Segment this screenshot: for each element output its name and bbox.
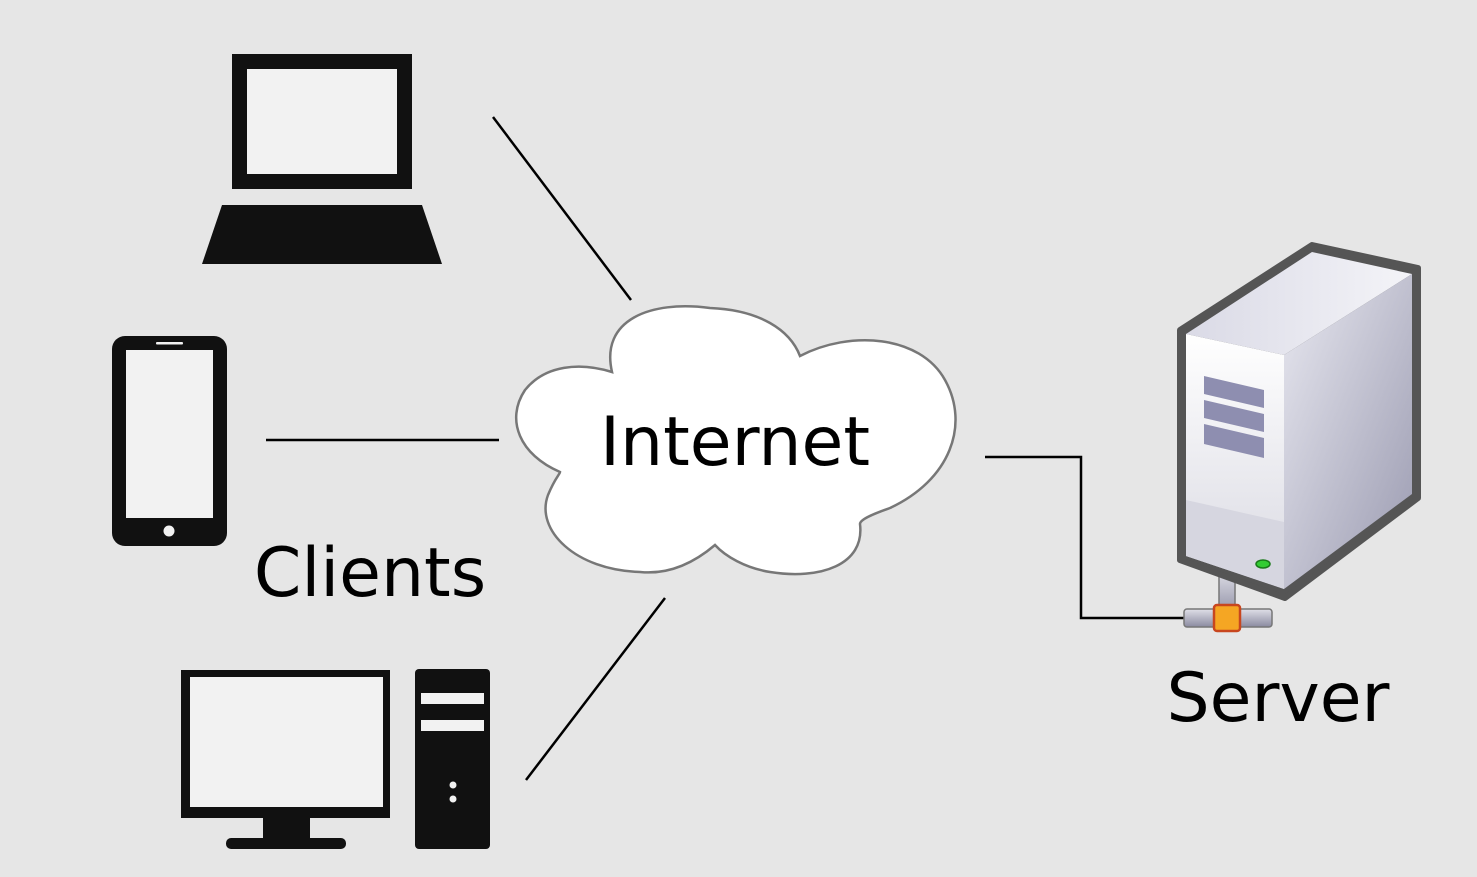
clients-label: Clients — [254, 534, 486, 613]
server-tower-icon — [1177, 242, 1421, 633]
server-led — [1255, 559, 1271, 569]
smartphone-icon — [112, 336, 227, 546]
link-laptop-internet — [492, 116, 632, 301]
connection-lines — [266, 116, 1186, 781]
internet-label: Internet — [600, 403, 870, 482]
link-desktop-internet — [525, 597, 666, 781]
laptop-icon — [202, 54, 442, 264]
cloud-icon — [514, 305, 957, 576]
internet-cloud: Internet — [514, 305, 957, 576]
desktop-computer-icon — [181, 669, 490, 849]
link-internet-server — [985, 455, 1186, 620]
server-label: Server — [1167, 659, 1390, 738]
